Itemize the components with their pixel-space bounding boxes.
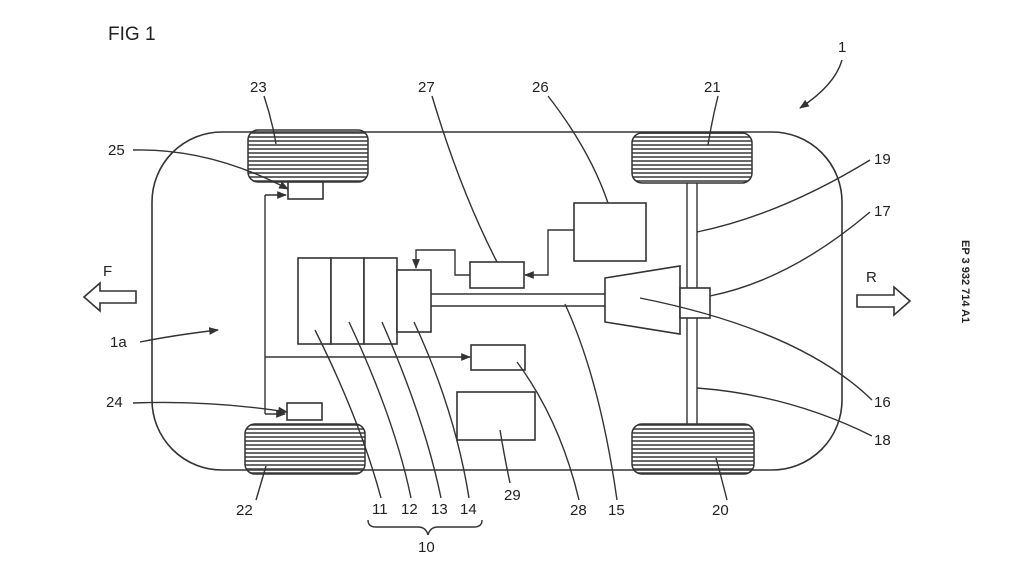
front-label: F [103,263,112,280]
ref-25: 25 [108,142,125,159]
ref-13: 13 [431,501,448,518]
ref-11: 11 [372,501,388,518]
group-10-brace [368,520,482,535]
ref-23: 23 [250,79,267,96]
ref-14: 14 [460,501,477,518]
ref-24: 24 [106,394,123,411]
ref-21: 21 [704,79,721,96]
box-26 [574,203,646,261]
ref-12: 12 [401,501,418,518]
box-27 [470,262,524,288]
ref-20: 20 [712,502,729,519]
ref-27: 27 [418,79,435,96]
wheel-20 [632,424,754,474]
box-28 [471,345,525,370]
figure-title: FIG 1 [108,24,156,45]
wheel-22 [245,424,365,474]
sensor-24 [287,403,322,420]
sensor-25 [288,182,323,199]
leader-1 [800,60,842,108]
front-arrow-icon [84,283,136,311]
ref-26: 26 [532,79,549,96]
ref-16: 16 [874,394,891,411]
ref-28: 28 [570,502,587,519]
wheel-21 [632,133,752,183]
unit-11 [298,258,331,344]
ref-29: 29 [504,487,521,504]
ref-22: 22 [236,502,253,519]
ref-1: 1 [838,39,846,56]
unit-12 [331,258,364,344]
publication-number: EP 3 932 714 A1 [959,240,971,323]
ref-18: 18 [874,432,891,449]
box-29 [457,392,535,440]
ref-10: 10 [418,539,435,556]
ref-1a: 1a [110,334,127,351]
ref-15: 15 [608,502,625,519]
ref-17: 17 [874,203,891,220]
rear-label: R [866,269,877,286]
unit-13 [364,258,397,344]
rear-arrow-icon [857,287,910,315]
transmission-16 [605,266,680,334]
wheel-23 [248,130,368,182]
ref-19: 19 [874,151,891,168]
